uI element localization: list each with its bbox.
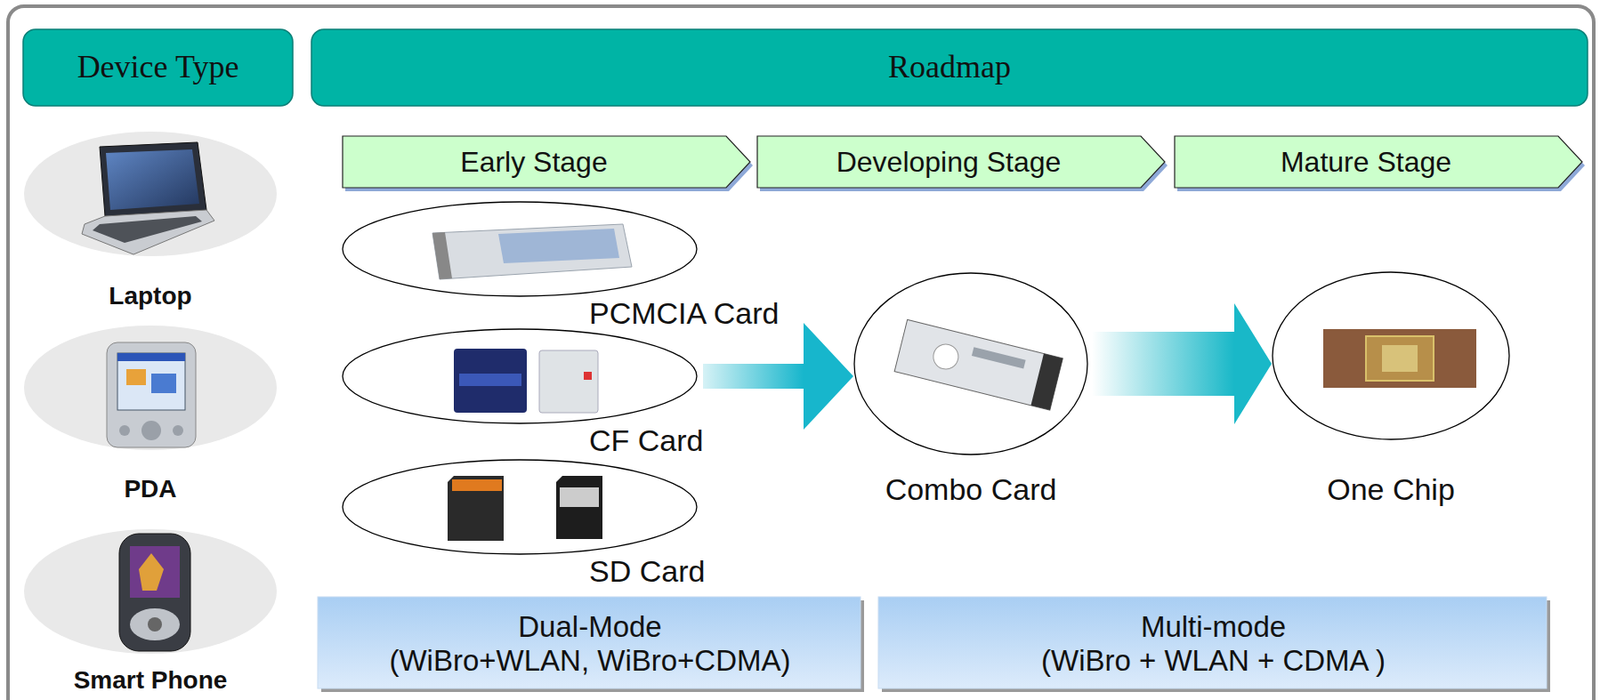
- device-ellipse: Smart Phone: [23, 528, 278, 655]
- node-shape: [853, 272, 1089, 456]
- text-group: Mature Stage: [1173, 135, 1559, 189]
- mode-band: Multi-mode(WiBro + WLAN + CDMA ): [878, 597, 1549, 691]
- stage-text: Early Stage: [460, 145, 607, 179]
- band-text: Dual-Mode: [517, 610, 662, 645]
- header-text: Device Type: [77, 48, 240, 86]
- stage-fill: [1174, 136, 1583, 188]
- text-group: Early Stage: [341, 135, 727, 189]
- node-shape: [341, 201, 698, 298]
- node-shape: [23, 130, 278, 258]
- stage-text: Mature Stage: [1280, 145, 1452, 179]
- ellipse-outline: [342, 460, 697, 555]
- band-text: (WiBro+WLAN, WiBro+CDMA): [388, 644, 791, 679]
- node-shape: [23, 324, 278, 452]
- node-label: Combo Card: [885, 473, 1058, 507]
- card-ellipse: CF Card: [341, 328, 698, 425]
- node-shape: [341, 459, 698, 556]
- card-ellipse: SD Card: [341, 459, 698, 556]
- node-label: Laptop: [108, 282, 192, 311]
- text-group: Device Type: [22, 28, 294, 107]
- stage-arrow: Mature Stage: [1173, 135, 1584, 189]
- stage-ellipse: One Chip: [1271, 271, 1511, 441]
- node-shape: [23, 528, 278, 655]
- device-fill: [24, 529, 277, 655]
- node-shape: [1271, 271, 1511, 441]
- band-text: (WiBro + WLAN + CDMA ): [1041, 644, 1386, 679]
- outer-panel: [8, 6, 1594, 700]
- node-label: One Chip: [1326, 473, 1455, 507]
- ellipse-outline: [342, 329, 697, 424]
- stage-fill: [757, 136, 1165, 188]
- stage-ellipse: Combo Card: [853, 272, 1089, 456]
- text-group: Developing Stage: [756, 135, 1141, 189]
- node-shape: [341, 328, 698, 425]
- block-arrow: [1091, 303, 1272, 425]
- text-group: Dual-Mode(WiBro+WLAN, WiBro+CDMA): [317, 597, 863, 691]
- ellipse-outline: [342, 202, 697, 297]
- node-label: PDA: [123, 476, 177, 504]
- band-fill: [317, 597, 861, 689]
- ellipse-outline: [1272, 272, 1510, 440]
- mode-band: Dual-Mode(WiBro+WLAN, WiBro+CDMA): [317, 597, 863, 691]
- band-text: Multi-mode: [1140, 610, 1286, 645]
- device-fill: [24, 325, 277, 451]
- header-box: Device Type: [22, 28, 294, 107]
- stage-arrow: Early Stage: [341, 135, 752, 189]
- device-fill: [24, 131, 277, 257]
- stage-text: Developing Stage: [836, 145, 1062, 179]
- node-label: Smart Phone: [73, 667, 228, 695]
- card-ellipse: PCMCIA Card: [341, 201, 698, 298]
- header-box: Roadmap: [310, 28, 1589, 107]
- header-fill: [311, 29, 1588, 106]
- header-text: Roadmap: [888, 48, 1011, 86]
- block-arrow: [703, 323, 854, 430]
- stage-fill: [342, 136, 751, 188]
- text-group: Multi-mode(WiBro + WLAN + CDMA ): [878, 597, 1549, 691]
- text-group: Roadmap: [310, 28, 1589, 107]
- ellipse-outline: [854, 273, 1088, 455]
- band-fill: [878, 597, 1547, 689]
- node-label: SD Card: [589, 555, 705, 589]
- device-ellipse: Laptop: [23, 130, 278, 258]
- stage-arrow: Developing Stage: [756, 135, 1166, 189]
- device-ellipse: PDA: [23, 324, 278, 452]
- node-label: PCMCIA Card: [589, 297, 780, 331]
- header-fill: [23, 29, 293, 106]
- node-label: CF Card: [589, 424, 704, 458]
